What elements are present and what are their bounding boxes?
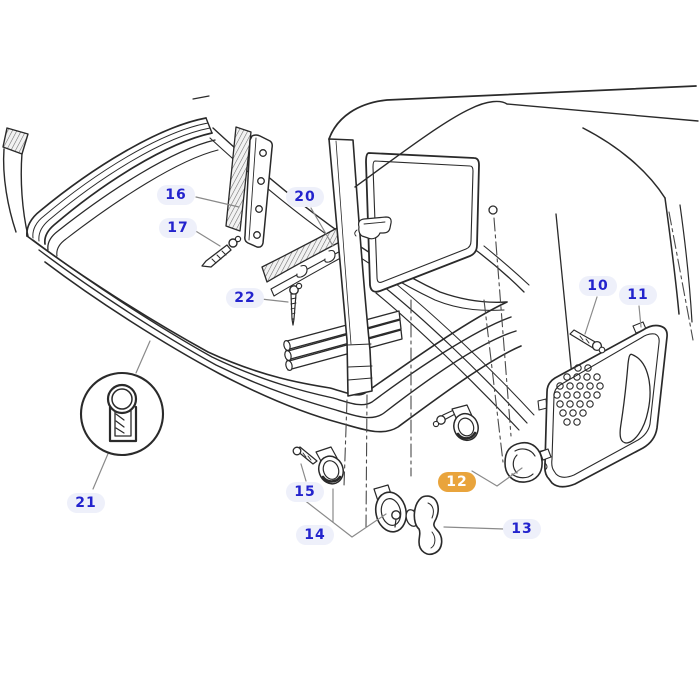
speaker-perforations: [553, 364, 604, 426]
rear-window: [354, 152, 480, 293]
roof-seal-strip: [2, 95, 213, 245]
part-22-screw: [289, 282, 303, 326]
part-14-knobs: [315, 404, 479, 533]
part-label-22[interactable]: 22: [226, 288, 264, 308]
part-10-screw: [569, 329, 606, 354]
part-12-knob: [504, 441, 552, 483]
seal-frame-ring: [26, 127, 535, 433]
tube-bundle: [283, 310, 403, 372]
centerlines: [343, 211, 694, 528]
part-label-21[interactable]: 21: [67, 493, 105, 513]
part-label-10[interactable]: 10: [579, 276, 617, 296]
part-label-20[interactable]: 20: [286, 187, 324, 207]
part-label-17[interactable]: 17: [159, 218, 197, 238]
speaker-panel: [536, 321, 668, 488]
part-label-12[interactable]: 12: [438, 472, 476, 492]
part-20-trim-strip: [261, 219, 356, 297]
detail-circle-leader: [92, 340, 151, 490]
b-pillar: [328, 138, 373, 397]
part-label-14[interactable]: 14: [296, 525, 334, 545]
part-15-screw: [292, 446, 318, 465]
roof-lines: [328, 85, 699, 429]
part-label-13[interactable]: 13: [503, 519, 541, 539]
part-label-11[interactable]: 11: [619, 285, 657, 305]
part-label-16[interactable]: 16: [157, 185, 195, 205]
part-13-wing-knob: [405, 495, 443, 556]
leader-lines: [193, 196, 642, 538]
part-label-15[interactable]: 15: [286, 482, 324, 502]
detail-circle: [79, 371, 165, 457]
part-17-screw: [201, 235, 242, 268]
